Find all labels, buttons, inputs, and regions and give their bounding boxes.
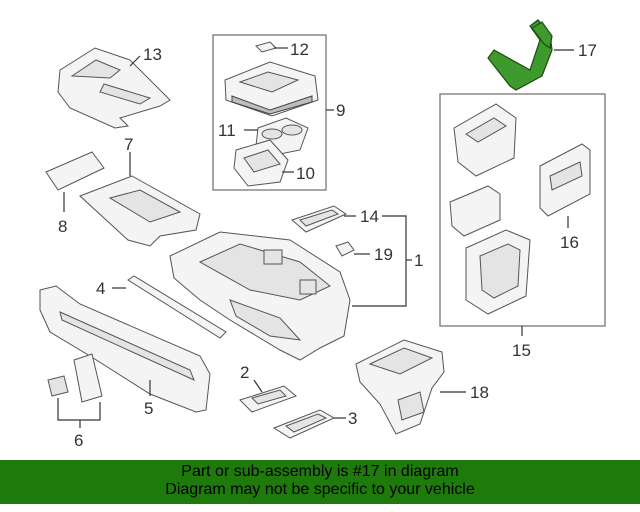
part-15-upper-bezel[interactable]: [453, 103, 517, 177]
callout-8: 8: [58, 217, 67, 236]
part-2-bracket[interactable]: [239, 385, 297, 413]
callout-5: 5: [144, 399, 153, 418]
leader-13: [129, 55, 141, 67]
callout-9: 9: [336, 101, 345, 120]
banner-line-1: Part or sub-assembly is #17 in diagram: [181, 463, 459, 480]
part-12-clip[interactable]: [255, 41, 277, 53]
group-box-9: [212, 34, 327, 191]
callout-2: 2: [240, 363, 249, 382]
part-6-trim-pieces[interactable]: [47, 353, 103, 403]
leader-2: [253, 379, 263, 393]
part-18-armrest[interactable]: [355, 339, 445, 435]
part-19-clip[interactable]: [335, 241, 355, 257]
bracket-1: [352, 215, 407, 307]
callout-14: 14: [360, 207, 379, 226]
callout-7: 7: [124, 135, 133, 154]
callout-15: 15: [512, 341, 531, 360]
callout-18: 18: [470, 383, 489, 402]
part-10-storage-tray[interactable]: [233, 139, 289, 187]
part-5-side-panel[interactable]: [39, 285, 211, 413]
diagram-svg: 13 9 12 11 10 7 8: [39, 19, 606, 450]
bracket-6: [57, 398, 101, 421]
banner-line-2: Diagram may not be specific to your vehi…: [165, 481, 475, 498]
part-14-storage-bin[interactable]: [291, 205, 348, 233]
callout-10: 10: [296, 164, 315, 183]
part-17-highlighted[interactable]: [487, 19, 553, 91]
part-3-bracket[interactable]: [272, 409, 336, 439]
callout-12: 12: [290, 40, 309, 59]
part-16-rear-panel[interactable]: [539, 143, 591, 217]
callout-1: 1: [414, 251, 423, 270]
callout-6: 6: [74, 431, 83, 450]
callout-13: 13: [143, 45, 162, 64]
part-4-side-strip[interactable]: [127, 275, 227, 339]
callout-17: 17: [578, 41, 597, 60]
callout-4: 4: [96, 279, 105, 298]
part-8-pad[interactable]: [45, 151, 105, 191]
parts-diagram: 13 9 12 11 10 7 8: [39, 19, 606, 450]
part-9-console-bezel[interactable]: [224, 61, 319, 117]
info-banner: Part or sub-assembly is #17 in diagram D…: [0, 460, 640, 504]
part-13-trim-panel[interactable]: [57, 47, 171, 129]
part-1-console-body[interactable]: [169, 231, 351, 361]
callout-3: 3: [348, 409, 357, 428]
part-7-console-mat[interactable]: [79, 175, 201, 247]
part-15-inner-bin[interactable]: [465, 229, 531, 315]
callout-19: 19: [374, 245, 393, 264]
callout-11: 11: [218, 121, 236, 140]
part-15-storage-box[interactable]: [449, 185, 501, 237]
callout-16: 16: [560, 233, 579, 252]
